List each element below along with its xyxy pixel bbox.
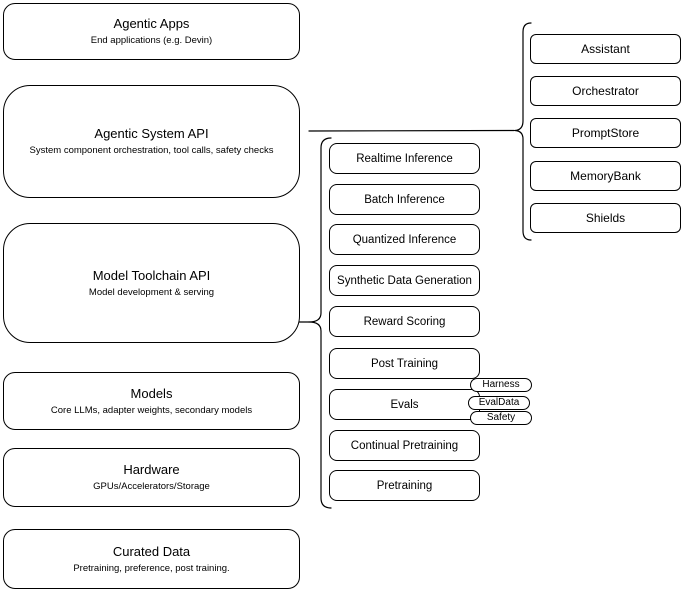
node-subtitle: System component orchestration, tool cal…	[29, 145, 274, 156]
node-title: Model Toolchain API	[92, 267, 211, 283]
system-component-assistant: Assistant	[530, 34, 681, 64]
system-component-promptstore: PromptStore	[530, 118, 681, 148]
toolchain-item-post-training: Post Training	[329, 348, 480, 379]
toolchain-item-continual-pretraining: Continual Pretraining	[329, 430, 480, 461]
node-models: Models Core LLMs, adapter weights, secon…	[3, 372, 300, 430]
system-component-orchestrator: Orchestrator	[530, 76, 681, 106]
system-component-shields: Shields	[530, 203, 681, 233]
node-subtitle: Pretraining, preference, post training.	[73, 562, 230, 574]
node-hardware: Hardware GPUs/Accelerators/Storage	[3, 448, 300, 507]
node-agentic-system-api: Agentic System API System component orch…	[3, 85, 300, 198]
node-curated-data: Curated Data Pretraining, preference, po…	[3, 529, 300, 589]
toolchain-brace	[308, 137, 332, 509]
node-agentic-apps: Agentic Apps End applications (e.g. Devi…	[3, 3, 300, 60]
toolchain-item-quantized-inference: Quantized Inference	[329, 224, 480, 255]
node-subtitle: End applications (e.g. Devin)	[90, 35, 213, 46]
node-title: Curated Data	[112, 543, 191, 559]
node-subtitle: Core LLMs, adapter weights, secondary mo…	[50, 404, 253, 416]
eval-tag-harness: Harness	[470, 378, 532, 392]
node-title: Hardware	[123, 462, 180, 477]
toolchain-item-synthetic-data-generation: Synthetic Data Generation	[329, 265, 480, 296]
toolchain-item-evals: Evals	[329, 389, 480, 420]
node-title: Agentic System API	[94, 126, 209, 141]
system-components-brace	[514, 22, 532, 241]
node-subtitle: Model development & serving	[88, 286, 215, 298]
node-subtitle: GPUs/Accelerators/Storage	[93, 481, 210, 492]
toolchain-item-reward-scoring: Reward Scoring	[329, 306, 480, 337]
system-api-connector-line	[308, 129, 515, 132]
toolchain-item-realtime-inference: Realtime Inference	[329, 143, 480, 174]
eval-tag-evaldata: EvalData	[468, 396, 530, 410]
node-model-toolchain-api: Model Toolchain API Model development & …	[3, 223, 300, 343]
toolchain-item-batch-inference: Batch Inference	[329, 184, 480, 215]
node-title: Models	[130, 385, 173, 401]
system-component-memorybank: MemoryBank	[530, 161, 681, 191]
eval-tag-safety: Safety	[470, 411, 532, 425]
node-title: Agentic Apps	[113, 16, 190, 31]
toolchain-item-pretraining: Pretraining	[329, 470, 480, 501]
